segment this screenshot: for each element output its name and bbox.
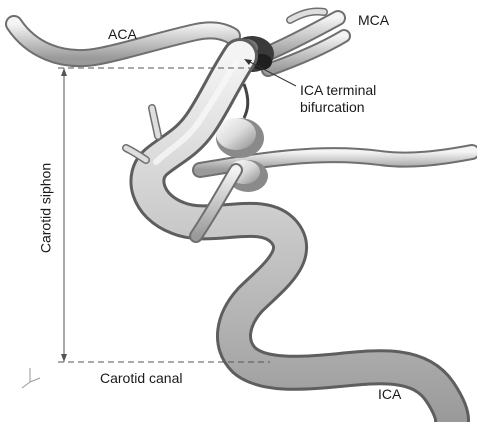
mca-label: MCA bbox=[358, 12, 389, 29]
mca-vessel bbox=[262, 11, 344, 70]
ica-label: ICA bbox=[378, 386, 401, 403]
siphon-arrow-top bbox=[61, 68, 67, 76]
orientation-axes-icon bbox=[22, 368, 40, 388]
ica-terminal-label-line1: ICA terminal bbox=[300, 82, 376, 99]
carotid-siphon-label: Carotid siphon bbox=[38, 163, 55, 253]
ica-terminal-label-line2: bifurcation bbox=[300, 99, 376, 116]
siphon-arrow-bottom bbox=[61, 354, 67, 362]
aca-label: ACA bbox=[108, 26, 137, 43]
ica-terminal-bifurcation-label: ICA terminal bifurcation bbox=[300, 82, 376, 116]
carotid-canal-label: Carotid canal bbox=[100, 370, 183, 387]
